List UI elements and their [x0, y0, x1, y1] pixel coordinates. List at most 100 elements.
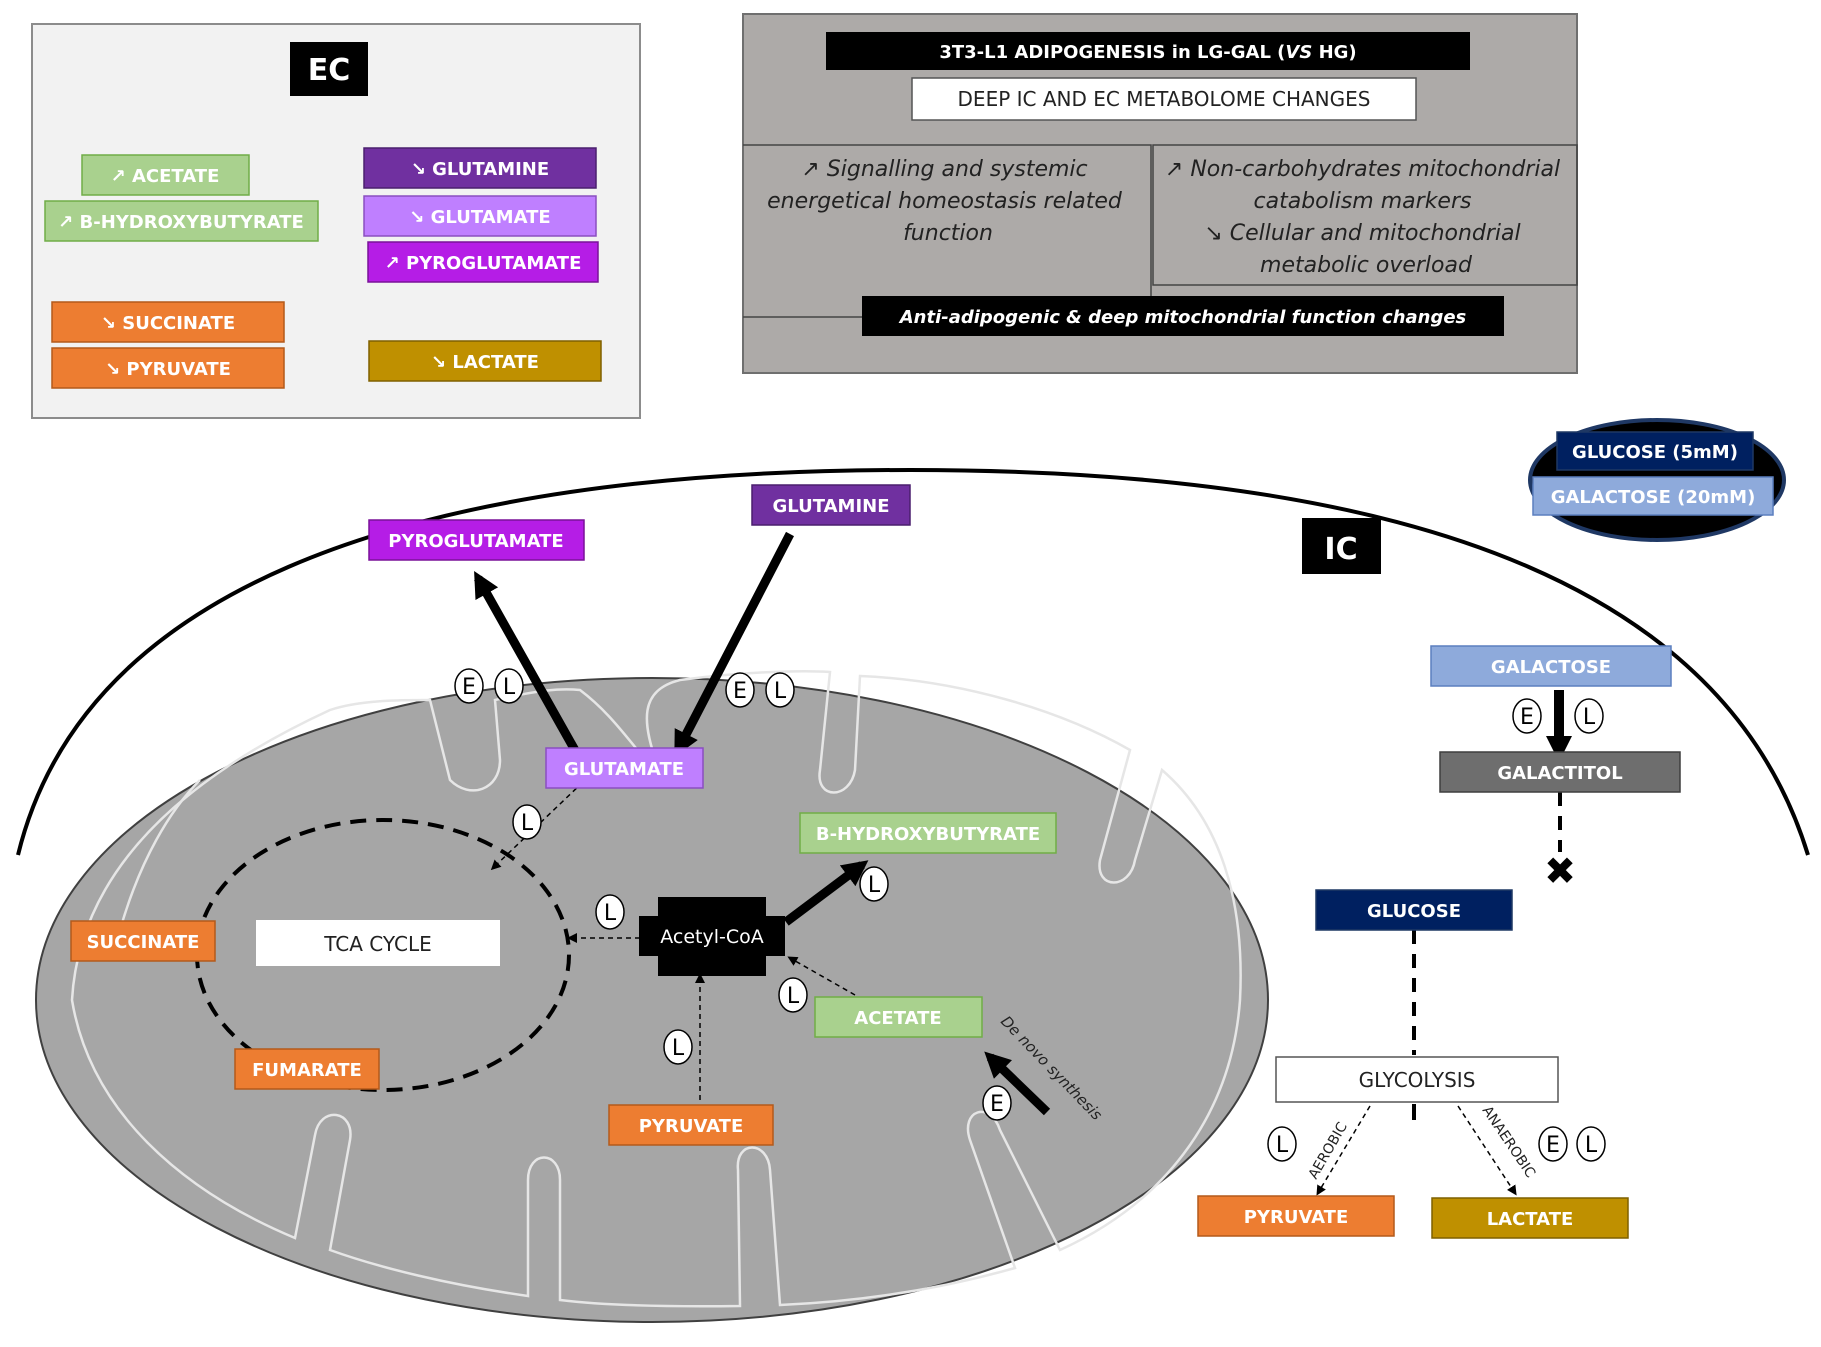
summary-right-box-border [1152, 144, 1578, 286]
svg-text:L: L [1583, 705, 1596, 730]
summary-title: 3T3-L1 ADIPOGENESIS in LG-GAL (VS HG) [939, 42, 1356, 63]
ec-item-pyroglutamate: ↗ PYROGLUTAMATE [367, 241, 599, 283]
box-acetate-mito: ACETATE [814, 996, 983, 1038]
svg-text:E: E [733, 679, 747, 704]
box-label: FUMARATE [252, 1060, 362, 1081]
box-label: Acetyl-CoA [660, 926, 764, 948]
svg-text:L: L [672, 1036, 685, 1061]
marker-l: L [765, 672, 795, 708]
marker-l: L [859, 866, 889, 902]
box-glutamine: GLUTAMINE [751, 484, 911, 526]
summary-title-box [826, 32, 1470, 70]
svg-text:L: L [1585, 1133, 1598, 1158]
tca-cycle-box [256, 920, 500, 966]
ec-item-label: ↘ GLUTAMINE [411, 159, 549, 180]
box-glutamate: GLUTAMATE [545, 747, 704, 789]
summary-left-text: ↗ Signalling and systemic energetical ho… [767, 157, 1129, 246]
svg-text:L: L [503, 675, 516, 700]
box-glycolysis: GLYCOLYSIS [1275, 1056, 1559, 1103]
ec-title-box [290, 42, 368, 96]
ec-item-pyruvate: ↘ PYRUVATE [51, 347, 285, 389]
svg-text:L: L [1276, 1133, 1289, 1158]
box-label: ACETATE [854, 1008, 941, 1029]
arrow-acetate-to-acetylcoa [787, 956, 856, 996]
marker-l: L [1576, 1126, 1606, 1162]
box-label: GLUCOSE [1367, 901, 1461, 922]
summary-left-box-border [743, 144, 1152, 317]
svg-text:L: L [604, 901, 617, 926]
anaerobic-label: ANAEROBIC [1479, 1103, 1539, 1181]
box-label: LACTATE [1487, 1209, 1574, 1230]
box-label: PYRUVATE [639, 1116, 744, 1137]
summary-panel: 3T3-L1 ADIPOGENESIS in LG-GAL (VS HG) DE… [742, 13, 1578, 374]
media-galactose-box [1532, 476, 1774, 516]
block-mark-icon: ✖ [1544, 849, 1576, 893]
box-succinate: SUCCINATE [70, 920, 216, 962]
ec-item-acetate: ↗ ACETATE [81, 154, 250, 196]
ec-item-glutamate: ↘ GLUTAMATE [363, 195, 597, 237]
ec-item-glutamine: ↘ GLUTAMINE [363, 147, 597, 189]
aerobic-label: AEROBIC [1306, 1120, 1351, 1182]
marker-e: E [1512, 698, 1542, 734]
ec-item-succinate: ↘ SUCCINATE [51, 301, 285, 343]
summary-subtitle-box [911, 77, 1417, 121]
ec-item-label: ↗ PYROGLUTAMATE [385, 253, 582, 274]
box-label: GALACTITOL [1497, 763, 1622, 784]
ic-label-box [1302, 518, 1381, 574]
box-fumarate: FUMARATE [234, 1048, 380, 1090]
box-glucose: GLUCOSE [1315, 889, 1513, 931]
svg-text:L: L [521, 811, 534, 836]
arrow-acetylcoa-to-bhb [783, 860, 869, 926]
box-label: PYROGLUTAMATE [388, 531, 563, 552]
arrow-glutamate-to-pyroglutamate [474, 571, 589, 771]
media-galactose-label: GALACTOSE (20mM) [1551, 487, 1756, 508]
media-glucose-label: GLUCOSE (5mM) [1572, 442, 1738, 463]
ec-item-label: ↗ ACETATE [111, 166, 220, 187]
box-label: GLYCOLYSIS [1359, 1068, 1476, 1092]
svg-text:E: E [1520, 705, 1534, 730]
svg-text:E: E [990, 1092, 1004, 1117]
media-glucose-box [1556, 431, 1754, 471]
summary-conclusion-box [862, 296, 1504, 336]
arrow-glutamine-to-glutamate [674, 531, 794, 758]
box-galactose: GALACTOSE [1430, 645, 1672, 687]
ec-item-label: ↘ LACTATE [431, 352, 539, 373]
summary-subtitle: DEEP IC AND EC METABOLOME CHANGES [958, 87, 1371, 111]
tca-cycle-label: TCA CYCLE [323, 932, 432, 956]
box-label: SUCCINATE [87, 932, 200, 953]
box-label: GLUTAMINE [773, 496, 890, 517]
marker-l: L [512, 804, 542, 840]
marker-l: L [1267, 1126, 1297, 1162]
box-pyruvate-mito: PYRUVATE [608, 1104, 774, 1146]
summary-right-text: ↗ Non-carbohydrates mitochondrial catabo… [1165, 157, 1567, 278]
summary-conclusion: Anti-adipogenic & deep mitochondrial fun… [898, 307, 1467, 328]
ec-item-lactate: ↘ LACTATE [368, 340, 602, 382]
ec-item-label: ↘ SUCCINATE [101, 313, 235, 334]
marker-l: L [663, 1029, 693, 1065]
box-label: PYRUVATE [1244, 1207, 1349, 1228]
marker-e: E [1538, 1126, 1568, 1162]
box-galactitol: GALACTITOL [1439, 751, 1681, 793]
ec-item-label: ↘ GLUTAMATE [409, 207, 550, 228]
ec-item-label: ↗ B-HYDROXYBUTYRATE [58, 212, 304, 233]
marker-l: L [494, 668, 524, 704]
svg-text:L: L [868, 873, 881, 898]
marker-e: E [454, 668, 484, 704]
arrow-glutamate-to-tca [490, 781, 584, 871]
box-label: B-HYDROXYBUTYRATE [816, 824, 1040, 845]
svg-text:E: E [462, 675, 476, 700]
marker-e: E [725, 672, 755, 708]
arrow-de-novo-acetate [984, 1051, 1051, 1116]
metabolite-boxes: PYROGLUTAMATE GLUTAMINE GLUTAMATE B-HYDR… [70, 484, 1681, 1239]
marker-l: L [1574, 698, 1604, 734]
marker-l: L [595, 894, 625, 930]
box-pyruvate-cyto: PYRUVATE [1197, 1195, 1395, 1237]
ec-title: EC [308, 53, 351, 88]
marker-e: E [982, 1085, 1012, 1121]
box-label: GALACTOSE [1491, 657, 1611, 678]
svg-text:L: L [774, 679, 787, 704]
box-lactate: LACTATE [1431, 1197, 1629, 1239]
box-label: GLUTAMATE [564, 759, 684, 780]
